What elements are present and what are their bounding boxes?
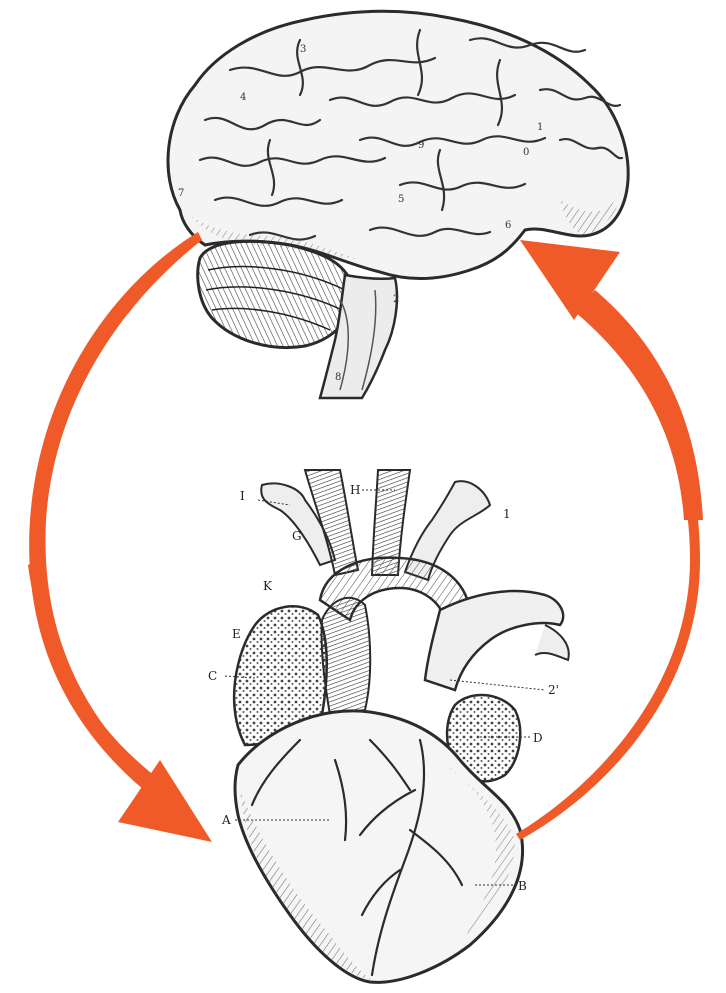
brain-label-2: 2 xyxy=(393,294,399,305)
arrow-heart-to-brain-shaft-thick xyxy=(575,290,703,520)
heart-label-B: B xyxy=(518,879,527,893)
arrow-brain-to-heart-shaft xyxy=(29,232,202,795)
brain-label-7: 7 xyxy=(178,188,184,199)
brain-label-1: 1 xyxy=(537,122,543,133)
brain-label-9: 9 xyxy=(418,140,424,151)
heart-label-2prime: 2' xyxy=(548,683,559,697)
arrow-heart-to-brain-shaft xyxy=(516,300,700,840)
heart-label-E: E xyxy=(232,627,241,641)
heart-label-D: D xyxy=(533,731,543,745)
heart-label-K: K xyxy=(263,579,273,593)
brain-label-6: 6 xyxy=(505,220,511,231)
brain-label-3: 3 xyxy=(300,44,306,55)
heart-label-A: A xyxy=(221,813,231,827)
heart-label-C: C xyxy=(208,669,217,683)
heart-label-I: I xyxy=(240,489,245,503)
heart-label-1: 1 xyxy=(503,507,511,521)
brain-illustration: 1 2 3 4 5 6 7 8 9 0 xyxy=(168,11,628,398)
brain-label-5: 5 xyxy=(398,194,404,205)
brain-label-4: 4 xyxy=(240,92,246,103)
heart-label-G: G xyxy=(292,529,302,543)
heart-label-H: H xyxy=(350,483,360,497)
arrow-heart-to-brain xyxy=(516,240,703,840)
arrow-brain-to-heart xyxy=(28,232,212,842)
brain-label-0: 0 xyxy=(523,147,529,158)
heart-illustration: I H 1 G K E C 2' D A B xyxy=(208,470,569,982)
brain-label-8: 8 xyxy=(335,372,341,383)
